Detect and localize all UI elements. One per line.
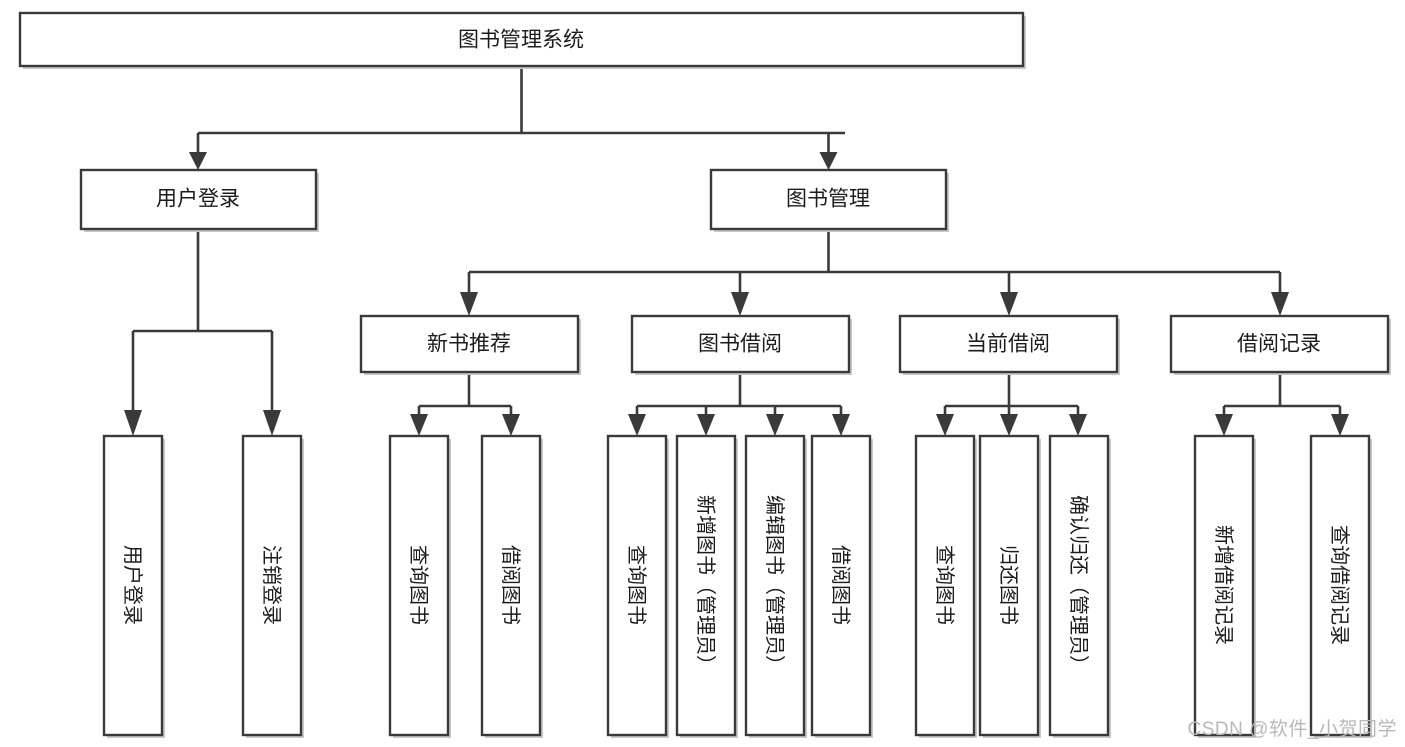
leaf-confirm-return[interactable]: 确认归还（管理员） [1048,434,1111,738]
leaf-query-book-1-label: 查询图书 [407,545,430,625]
book-borrow-box [630,314,851,374]
leaf-edit-book[interactable]: 编辑图书（管理员） [744,434,807,738]
leaf-borrow-book-1-label: 借阅图书 [499,545,522,625]
user-login-box [79,168,318,231]
arrowhead-currentborrow [1000,292,1018,316]
current-borrow-box [898,314,1119,374]
leaf-user-login-box [102,434,164,737]
leaf-query-book-2-label: 查询图书 [625,545,648,625]
arrowhead-borrowrecord [1271,292,1289,316]
arrowhead-leaf-borrow-book-2 [832,414,850,436]
leaf-add-book[interactable]: 新增图书（管理员） [675,434,738,738]
leaf-user-logout[interactable]: 注销登录 [241,434,304,738]
leaf-query-record-box [1309,434,1371,737]
current-borrow-label: 当前借阅 [966,333,1050,356]
leaf-user-logout-label: 注销登录 [260,545,283,625]
root-box [18,11,1025,68]
user-login-label: 用户登录 [156,188,240,211]
node-new-book-recommend[interactable]: 新书推荐 [359,314,581,375]
leaf-query-book-1[interactable]: 查询图书 [388,434,451,738]
node-user-login[interactable]: 用户登录 [79,168,319,232]
arrowhead-leaf-return-book [1000,414,1018,436]
leaf-return-book-box [978,434,1040,737]
leaf-add-book-box [675,434,737,737]
leaf-return-book[interactable]: 归还图书 [978,434,1041,738]
leaf-query-book-1-box [388,434,450,737]
arrowhead-leaf-confirm-return [1069,414,1087,436]
leaf-user-login-label: 用户登录 [121,545,144,625]
leaf-user-logout-box [241,434,303,737]
connector-layer [124,66,1349,436]
leaf-return-book-label: 归还图书 [997,545,1020,625]
arrowhead-leaf-query-record [1331,414,1349,436]
arrowhead-leaf-user-logout [263,410,281,436]
arrowhead-bookborrow [731,292,749,316]
root-label: 图书管理系统 [458,29,584,52]
node-borrow-record[interactable]: 借阅记录 [1169,314,1391,375]
leaf-borrow-book-1[interactable]: 借阅图书 [480,434,543,738]
leaf-confirm-return-box [1048,434,1110,737]
arrowhead-leaf-add-book [697,414,715,436]
arrowhead-leaf-edit-book [766,414,784,436]
leaf-add-record-label: 新增借阅记录 [1212,525,1235,645]
leaf-user-login[interactable]: 用户登录 [102,434,165,738]
leaf-edit-book-label: 编辑图书（管理员） [763,495,786,675]
leaf-add-record-box [1193,434,1255,737]
arrowhead-userlogin [189,152,207,170]
borrow-record-box [1169,314,1390,374]
book-management-label: 图书管理 [786,188,870,211]
arrowhead-newbook [460,292,478,316]
borrow-record-label: 借阅记录 [1237,333,1321,356]
arrowhead-leaf-query-book-3 [936,414,954,436]
leaf-confirm-return-label: 确认归还（管理员） [1067,495,1090,675]
leaf-query-book-2-box [606,434,668,737]
arrowhead-bookmgmt [819,152,838,170]
arrowhead-leaf-query-book-1 [410,414,428,436]
leaf-add-record[interactable]: 新增借阅记录 [1193,434,1256,738]
arrowhead-leaf-add-record [1215,414,1233,436]
leaf-query-record[interactable]: 查询借阅记录 [1309,434,1372,738]
leaf-add-book-label: 新增图书（管理员） [694,495,717,675]
arrowhead-leaf-user-login [124,410,142,436]
node-current-borrow[interactable]: 当前借阅 [898,314,1120,375]
leaf-query-book-3-box [914,434,976,737]
node-root[interactable]: 图书管理系统 [18,11,1026,69]
leaf-query-book-3[interactable]: 查询图书 [914,434,977,738]
arrowhead-leaf-query-book-2 [628,414,646,436]
book-management-box [709,168,948,231]
new-book-recommend-label: 新书推荐 [427,333,511,356]
leaf-borrow-book-1-box [480,434,542,737]
leaf-borrow-book-2-box [810,434,872,737]
leaf-query-record-label: 查询借阅记录 [1328,525,1351,645]
leaf-query-book-2[interactable]: 查询图书 [606,434,669,738]
new-book-recommend-box [359,314,580,374]
book-borrow-label: 图书借阅 [698,333,782,356]
leaf-borrow-book-2[interactable]: 借阅图书 [810,434,873,738]
arrowhead-leaf-borrow-book-1 [502,414,520,436]
leaf-query-book-3-label: 查询图书 [933,545,956,625]
node-book-borrow[interactable]: 图书借阅 [630,314,852,375]
leaf-borrow-book-2-label: 借阅图书 [829,545,852,625]
leaf-edit-book-box [744,434,806,737]
node-book-management[interactable]: 图书管理 [709,168,949,232]
